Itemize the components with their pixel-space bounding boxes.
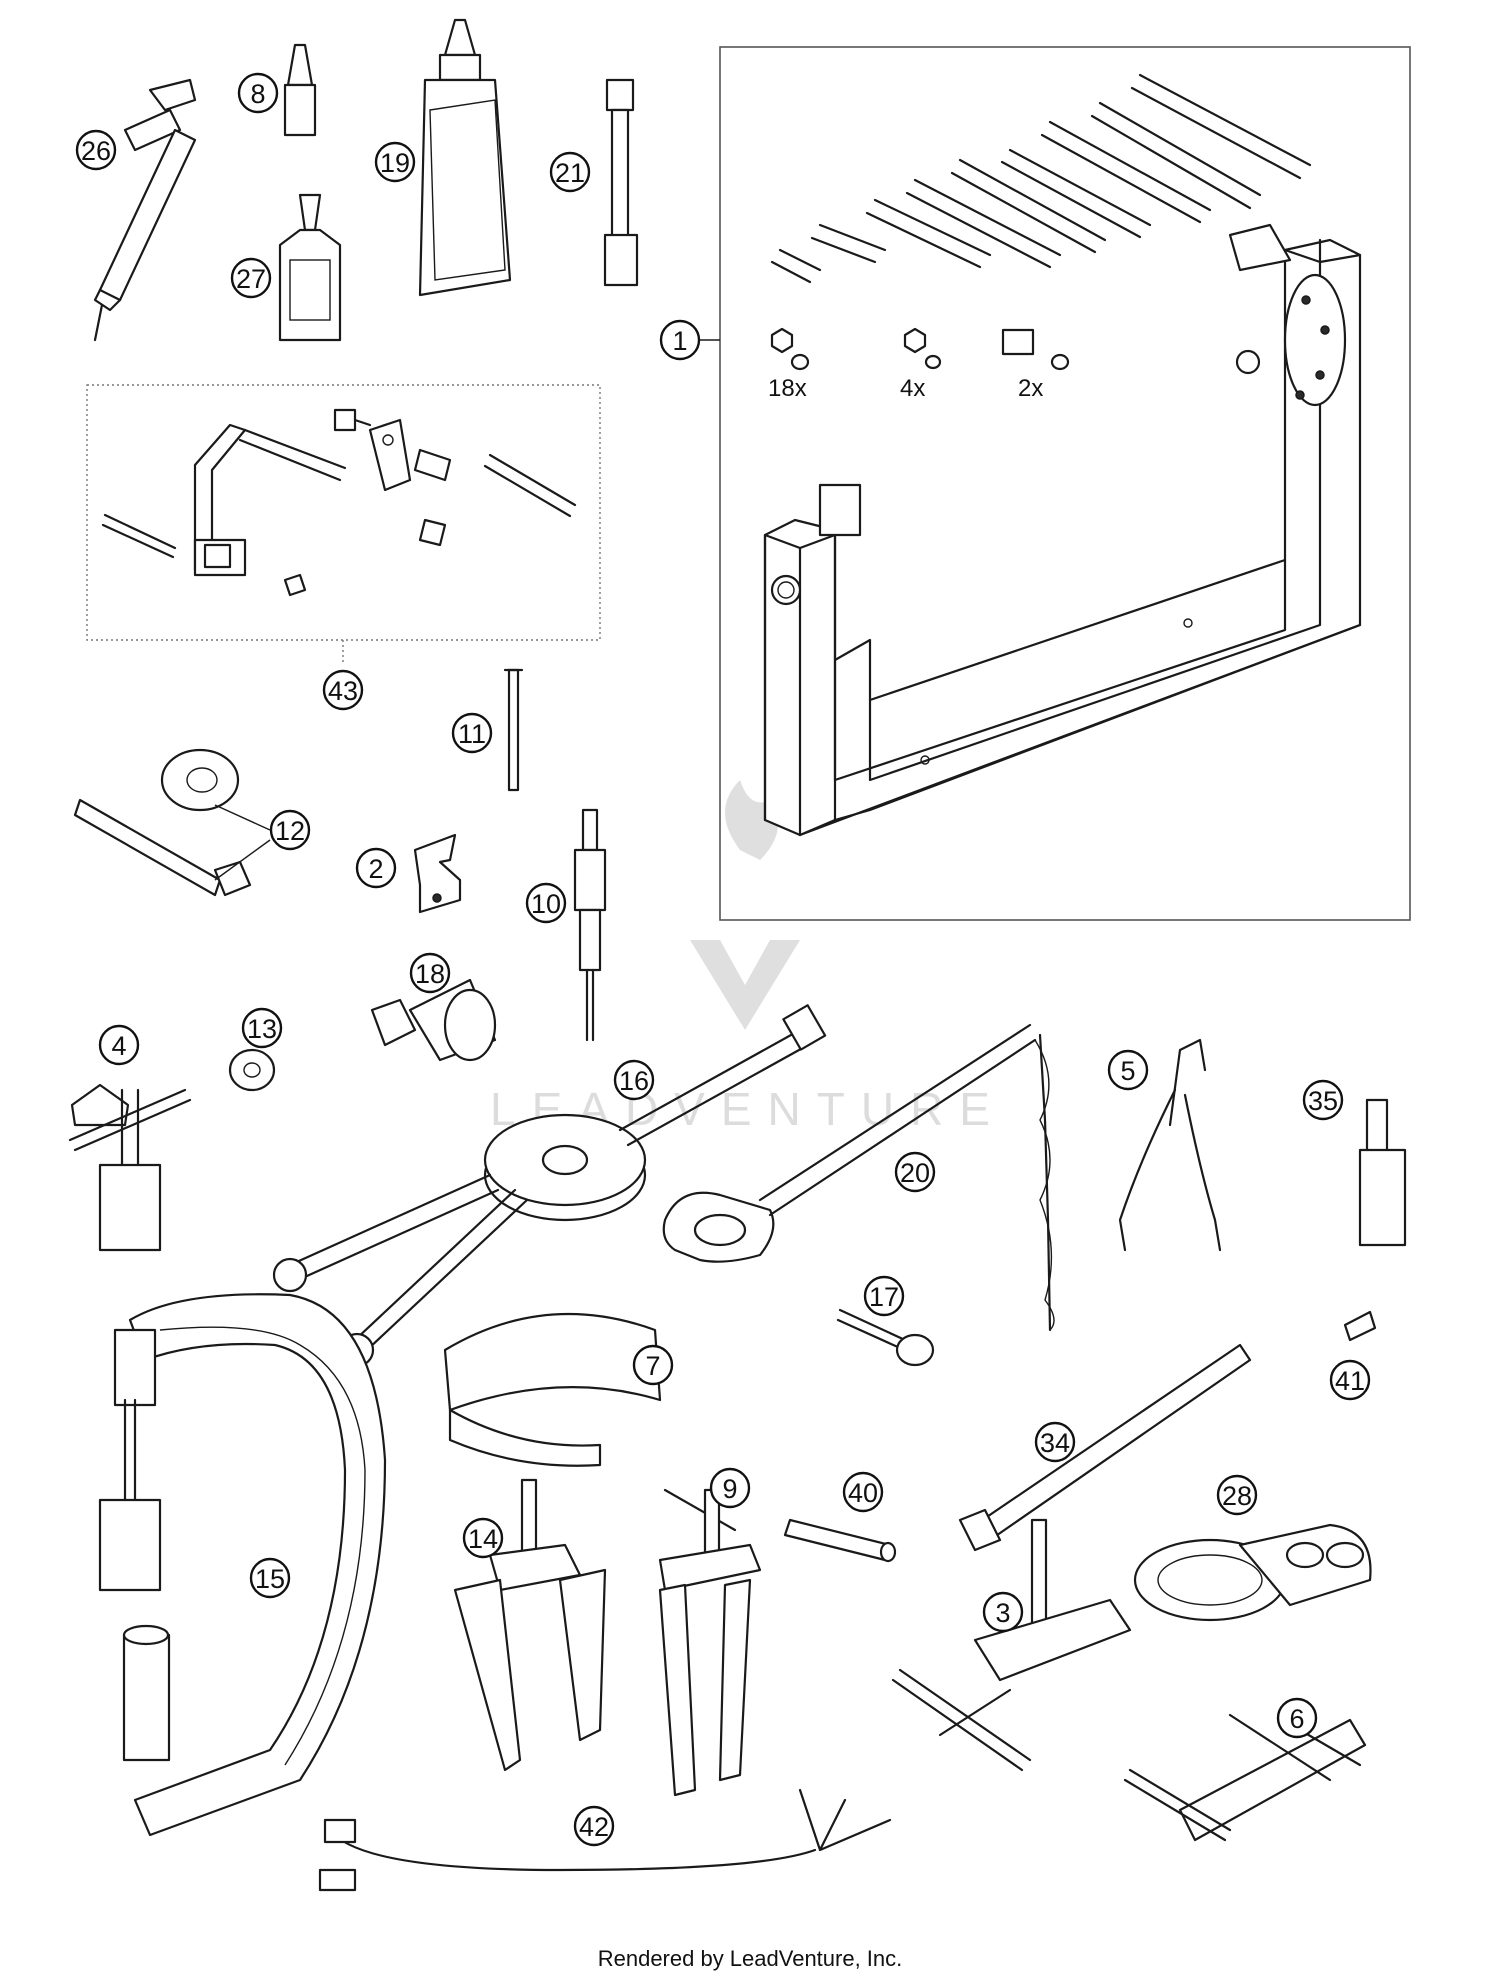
part-6-puller [1123,1713,1367,1842]
callout-28: 28 [1216,1474,1258,1516]
callout-20: 20 [894,1151,936,1193]
qty-18x: 18x [768,375,807,402]
svg-text:35: 35 [1308,1086,1338,1116]
stand-nuts-washers: 18x 4x 2x [768,327,1070,402]
svg-text:4: 4 [111,1031,126,1061]
part-8-tube [283,43,317,137]
callout-41: 41 [1329,1359,1371,1401]
part-40-threaded-rod [783,1518,897,1563]
svg-text:16: 16 [619,1066,649,1096]
svg-text:6: 6 [1289,1704,1304,1734]
part-5-pliers [1118,1038,1222,1252]
svg-text:10: 10 [531,889,561,919]
callout-43: 43 [322,669,364,711]
callout-26: 26 [75,129,117,171]
callout-19: 19 [374,141,416,183]
callout-40: 40 [842,1471,884,1513]
callout-27: 27 [230,257,272,299]
svg-text:43: 43 [328,676,358,706]
part-3-tool [891,1518,1132,1772]
kit-43-frame [86,384,601,641]
callout-11: 11 [451,712,493,754]
svg-text:5: 5 [1120,1056,1135,1086]
svg-text:14: 14 [468,1524,498,1554]
callout-2: 2 [355,847,397,889]
callout-18: 18 [409,952,451,994]
svg-text:21: 21 [555,158,585,188]
svg-text:9: 9 [722,1474,737,1504]
callout-35: 35 [1302,1079,1344,1121]
qty-4x: 4x [900,375,925,402]
svg-text:17: 17 [869,1282,899,1312]
callout-5: 5 [1107,1049,1149,1091]
svg-text:1: 1 [672,326,687,356]
part-2-bracket [413,833,462,914]
part-7-clamp [443,1312,662,1467]
part-21-tool [603,78,639,287]
callout-9: 9 [709,1467,751,1509]
stand-bolts [770,73,1312,284]
callout-17: 17 [863,1275,905,1317]
part-12-bolt-and-bearing [73,748,271,897]
part-35-tool [1358,1098,1407,1247]
svg-text:26: 26 [81,136,111,166]
svg-text:20: 20 [900,1158,930,1188]
svg-text:34: 34 [1040,1428,1070,1458]
svg-text:27: 27 [236,264,266,294]
callout-15: 15 [249,1557,291,1599]
svg-text:42: 42 [579,1812,609,1842]
callout-21: 21 [549,151,591,193]
callout-42: 42 [573,1805,615,1847]
part-20-chain-wrench [662,1023,1055,1332]
callout-10: 10 [525,882,567,924]
callout-7: 7 [632,1344,674,1386]
callout-8: 8 [237,72,279,114]
part-26-grease-syringe [93,78,197,342]
part-16-puller [272,1004,827,1368]
svg-text:15: 15 [255,1564,285,1594]
callout-4: 4 [98,1024,140,1066]
watermark-logo: LEADVENTURE [490,780,990,1135]
callout-16: 16 [613,1059,655,1101]
svg-text:13: 13 [247,1014,277,1044]
svg-text:3: 3 [995,1598,1010,1628]
part-41-screw [1343,1310,1377,1342]
part-42-wire-harness [318,1788,892,1892]
qty-2x: 2x [1018,375,1043,402]
svg-text:8: 8 [250,79,265,109]
kit-1-frame [719,46,1411,921]
part-10-puller [573,808,607,1042]
part-17-pin [836,1308,935,1367]
svg-text:18: 18 [415,959,445,989]
svg-text:12: 12 [275,816,305,846]
part-9-puller [658,1488,762,1797]
callout-1: 1 [659,319,701,361]
engine-stand-frame [763,223,1362,837]
part-27-threadlocker [278,193,342,342]
part-19-sealant-tube [418,18,512,297]
part-13-spacer [228,1048,276,1092]
part-18-adapter [370,978,497,1062]
callout-3: 3 [982,1591,1024,1633]
part-14-puller [453,1478,607,1772]
callout-12: 12 [269,809,311,851]
part-15-c-clamp [68,1088,387,1837]
svg-text:19: 19 [380,148,410,178]
svg-text:2: 2 [368,854,383,884]
callout-14: 14 [462,1517,504,1559]
callout-13: 13 [241,1007,283,1049]
callout-34: 34 [1034,1421,1076,1463]
svg-text:41: 41 [1335,1366,1365,1396]
footer-credit: Rendered by LeadVenture, Inc. [597,1946,903,1971]
kit-43-parts [101,408,577,597]
part-34-lever [958,1343,1252,1552]
svg-text:7: 7 [645,1351,660,1381]
callout-6: 6 [1276,1697,1318,1739]
part-11-pin [503,668,524,792]
svg-text:11: 11 [458,719,486,749]
svg-text:40: 40 [848,1478,878,1508]
part-28-holder-plate [1133,1523,1372,1622]
svg-text:28: 28 [1222,1481,1252,1511]
